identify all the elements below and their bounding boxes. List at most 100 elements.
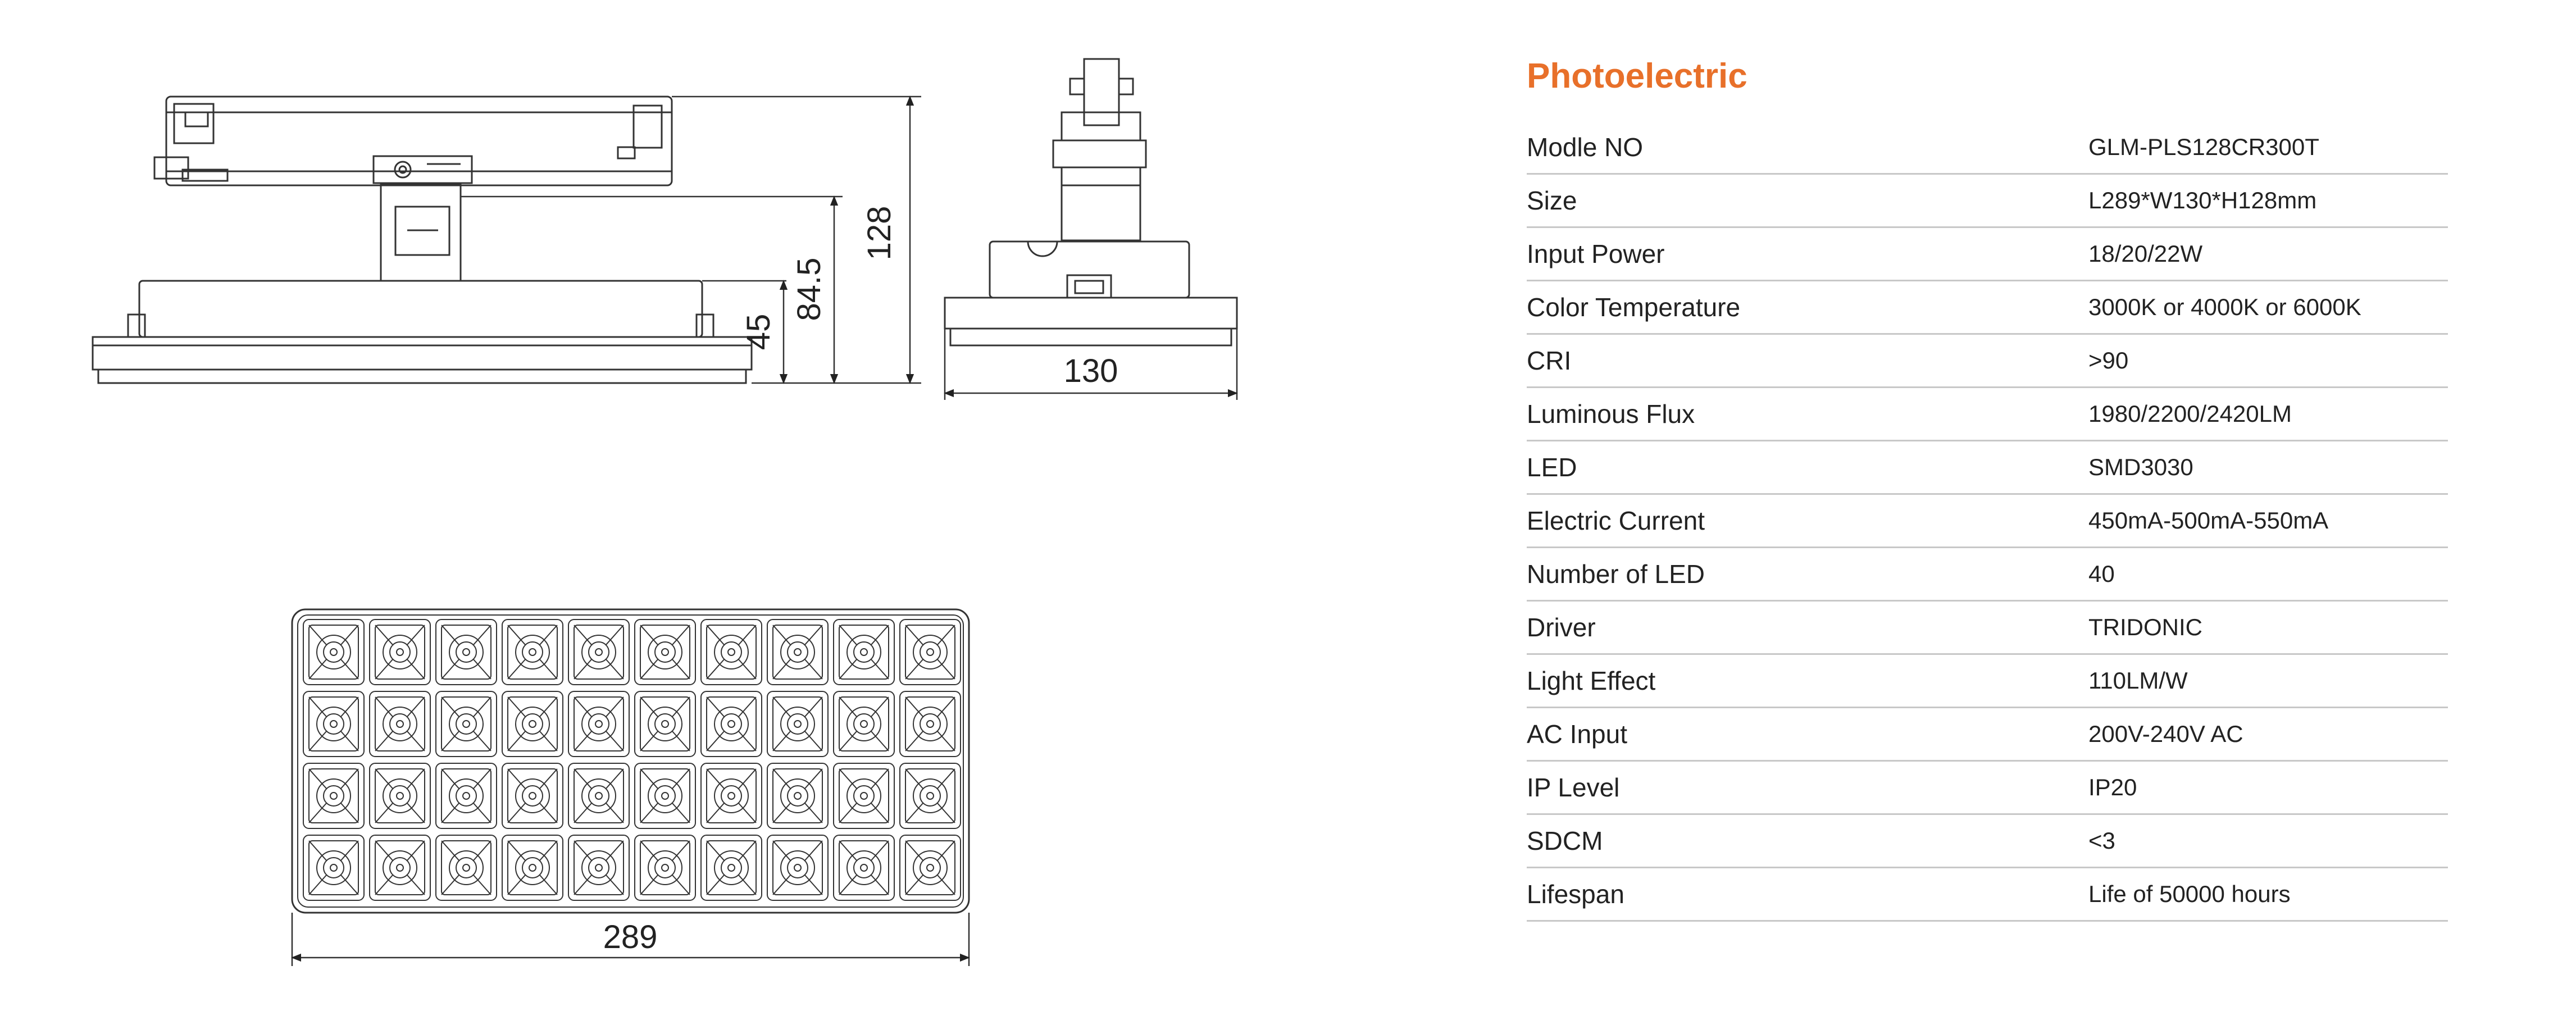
front-dimension-lines <box>944 329 1238 400</box>
spec-label: LED <box>1527 440 2088 495</box>
spec-value: 18/20/22W <box>2088 227 2448 281</box>
led-lens <box>767 835 829 901</box>
spec-row: CRI>90 <box>1527 334 2448 388</box>
spec-value: SMD3030 <box>2088 440 2448 495</box>
led-lens <box>833 835 895 901</box>
spec-label: Electric Current <box>1527 494 2088 548</box>
spec-label: Color Temperature <box>1527 280 2088 335</box>
led-lens <box>899 835 961 901</box>
spec-title: Photoelectric <box>1527 57 1747 95</box>
led-lens <box>700 691 762 757</box>
spec-label: Size <box>1527 174 2088 228</box>
led-lens <box>899 763 961 829</box>
spec-value: 450mA-500mA-550mA <box>2088 494 2448 548</box>
spec-value: GLM-PLS128CR300T <box>2088 121 2448 175</box>
led-lens <box>435 835 497 901</box>
side-dimension-lines <box>461 95 921 384</box>
spec-label: Light Effect <box>1527 654 2088 708</box>
led-lens <box>568 763 630 829</box>
spec-label: Luminous Flux <box>1527 387 2088 441</box>
led-lens <box>568 835 630 901</box>
dim-total-height: 128 <box>861 206 898 261</box>
led-lens <box>767 619 829 685</box>
led-lens <box>899 619 961 685</box>
led-lens <box>303 619 365 685</box>
led-lens <box>303 835 365 901</box>
spec-label: SDCM <box>1527 814 2088 868</box>
led-lens <box>833 763 895 829</box>
spec-label: AC Input <box>1527 707 2088 762</box>
led-lens <box>634 763 696 829</box>
led-lens <box>634 835 696 901</box>
led-lens <box>833 619 895 685</box>
spec-value: IP20 <box>2088 760 2448 815</box>
spec-row: SDCM<3 <box>1527 814 2448 868</box>
led-lens <box>435 619 497 685</box>
dim-body-height: 45 <box>740 314 777 350</box>
led-lens-grid <box>303 619 961 901</box>
led-lens <box>369 835 431 901</box>
led-lens <box>899 691 961 757</box>
led-lens <box>700 619 762 685</box>
led-lens <box>502 835 563 901</box>
led-lens <box>833 691 895 757</box>
spec-label: CRI <box>1527 334 2088 388</box>
led-lens <box>634 619 696 685</box>
spec-value: TRIDONIC <box>2088 600 2448 655</box>
spec-value: 110LM/W <box>2088 654 2448 708</box>
led-lens <box>435 763 497 829</box>
led-lens <box>502 619 563 685</box>
bottom-dimension-lines <box>291 913 970 966</box>
spec-value: L289*W130*H128mm <box>2088 174 2448 228</box>
spec-value: 3000K or 4000K or 6000K <box>2088 280 2448 335</box>
led-lens <box>303 691 365 757</box>
spec-label: Modle NO <box>1527 121 2088 175</box>
side-view-drawing <box>92 95 753 384</box>
led-lens <box>767 691 829 757</box>
led-lens <box>303 763 365 829</box>
led-lens <box>767 763 829 829</box>
spec-label: Number of LED <box>1527 547 2088 602</box>
led-lens <box>435 691 497 757</box>
led-lens <box>700 835 762 901</box>
spec-value: <3 <box>2088 814 2448 868</box>
dim-lamp-height: 84.5 <box>791 258 827 321</box>
led-lens <box>568 691 630 757</box>
led-lens <box>369 763 431 829</box>
dim-length: 289 <box>603 919 658 955</box>
spec-label: Lifespan <box>1527 867 2088 922</box>
led-lens <box>502 691 563 757</box>
led-lens <box>700 763 762 829</box>
led-lens <box>502 763 563 829</box>
spec-value: 40 <box>2088 547 2448 602</box>
bottom-view-drawing <box>291 608 970 914</box>
led-lens <box>369 691 431 757</box>
spec-value: Life of 50000 hours <box>2088 867 2448 922</box>
spec-label: IP Level <box>1527 760 2088 815</box>
led-lens <box>634 691 696 757</box>
front-view-drawing <box>944 58 1238 347</box>
spec-value: 1980/2200/2420LM <box>2088 387 2448 441</box>
spec-value: >90 <box>2088 334 2448 388</box>
led-lens <box>369 619 431 685</box>
dim-width: 130 <box>1064 353 1118 389</box>
technical-drawings: 128 84.5 45 130 289 <box>92 58 1238 966</box>
led-lens <box>568 619 630 685</box>
spec-label: Driver <box>1527 600 2088 655</box>
spec-value: 200V-240V AC <box>2088 707 2448 762</box>
